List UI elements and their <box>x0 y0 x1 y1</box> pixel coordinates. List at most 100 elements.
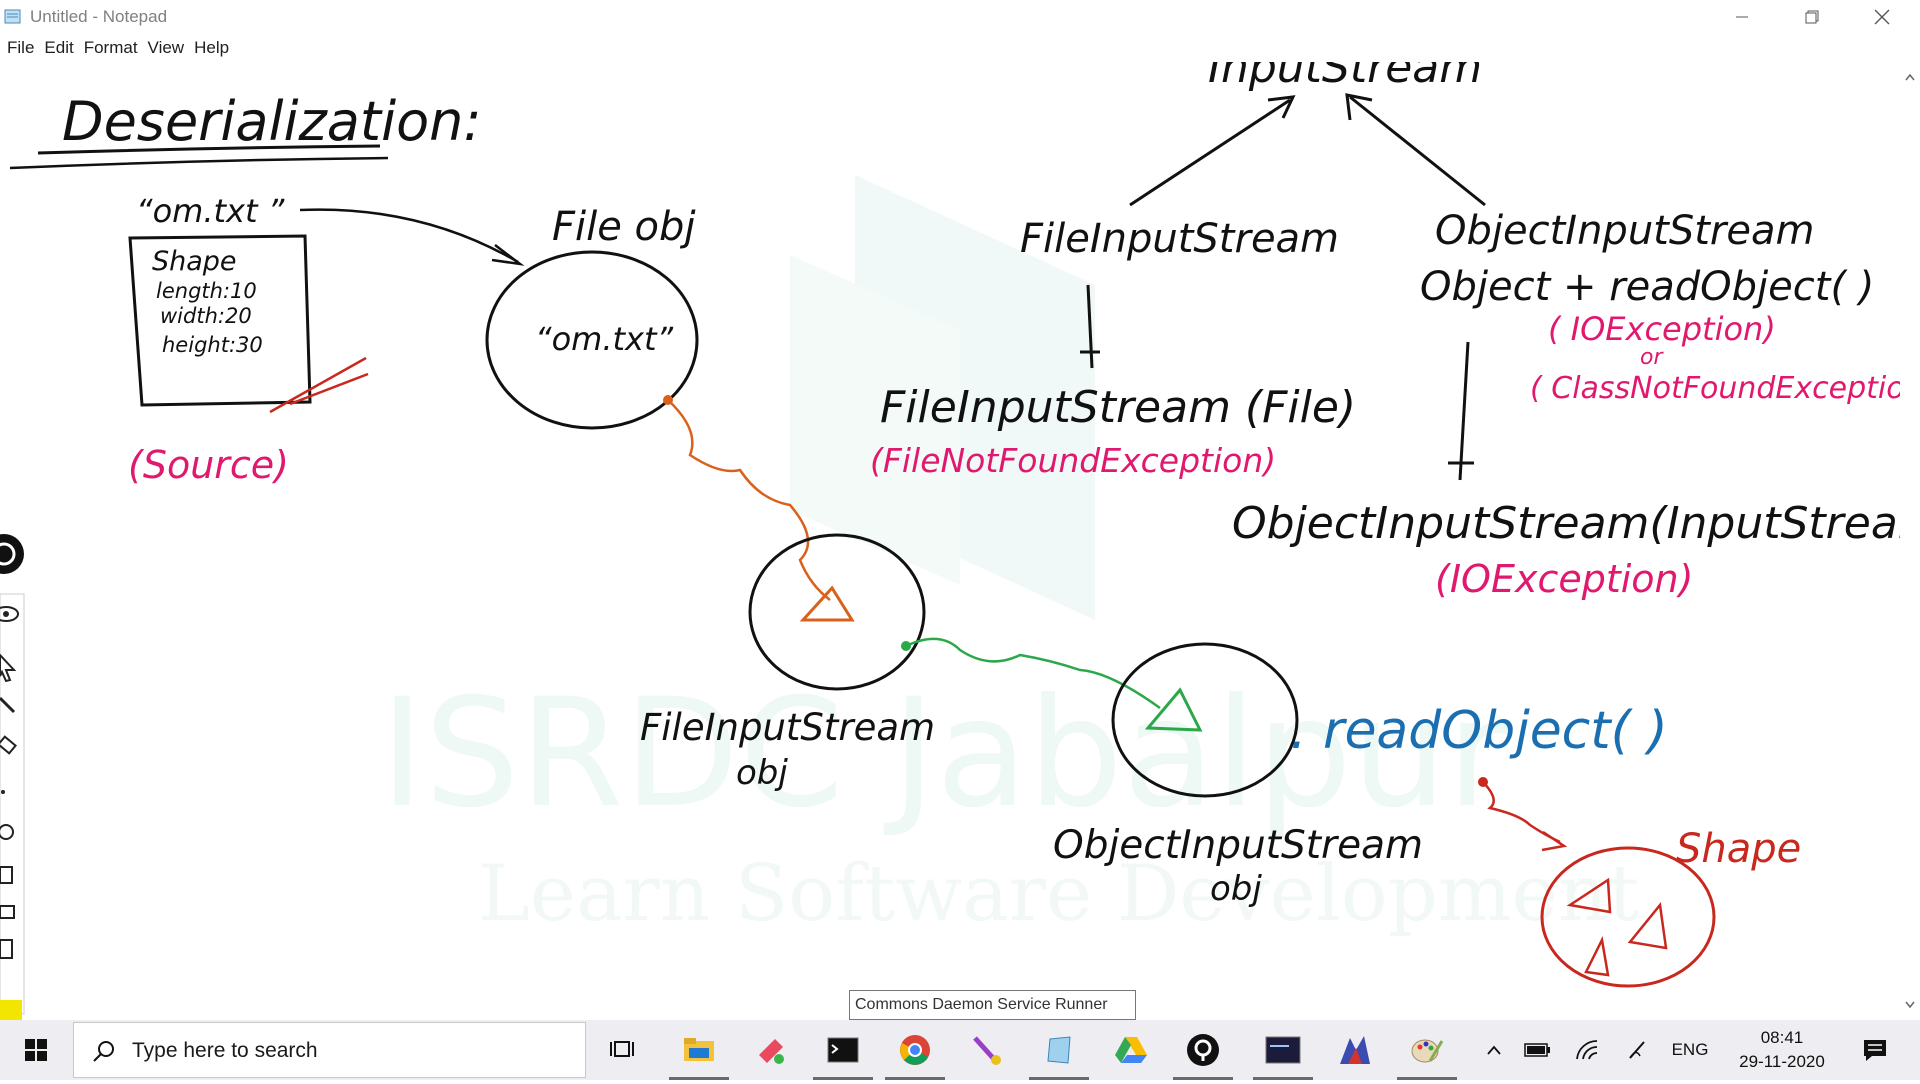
hierarchy-root: InputStream <box>1208 62 1482 93</box>
wifi-icon <box>1576 1040 1598 1060</box>
taskbar-app-notepad[interactable] <box>1023 1020 1095 1080</box>
windows-icon <box>25 1039 47 1061</box>
color-swatch-yellow[interactable] <box>0 1000 22 1022</box>
read-exception-2: ( ClassNotFoundException <box>1530 371 1900 406</box>
folder-icon <box>684 1038 714 1061</box>
taskbar-app-paint[interactable] <box>1391 1020 1463 1080</box>
shape-box-line: width:20 <box>160 304 252 328</box>
fis-obj-label: FileInputStream <box>640 706 935 749</box>
battery-icon <box>1524 1043 1550 1057</box>
highlighter-icon[interactable] <box>0 735 17 755</box>
camera-icon[interactable] <box>0 905 15 919</box>
start-button[interactable] <box>0 1020 72 1080</box>
file-box <box>128 234 312 407</box>
fis-obj-label-sub: obj <box>736 753 788 793</box>
cursor-icon[interactable] <box>0 653 17 683</box>
task-view-icon <box>610 1041 634 1057</box>
vertical-scrollbar[interactable] <box>1901 62 1920 1017</box>
menu-edit[interactable]: Edit <box>44 38 74 57</box>
notification-icon <box>1864 1040 1886 1061</box>
fileobj-circle <box>485 250 699 430</box>
tray-overflow-button[interactable] <box>1476 1020 1512 1080</box>
toolstrip-logo-icon[interactable] <box>0 534 24 574</box>
taskbar: Type here to search <box>0 1020 1920 1080</box>
taskbar-app-pen-tool[interactable] <box>951 1020 1023 1080</box>
mysql-console-icon <box>1265 1036 1301 1064</box>
epic-pen-icon <box>1187 1034 1219 1066</box>
trash-icon[interactable] <box>0 866 13 884</box>
pen-icon[interactable] <box>0 696 16 714</box>
taskbar-app-chrome[interactable] <box>879 1020 951 1080</box>
task-view-button[interactable] <box>587 1020 659 1080</box>
menu-view[interactable]: View <box>147 38 185 57</box>
close-button[interactable] <box>1847 0 1917 34</box>
taskbar-app-mysql[interactable] <box>1247 1020 1319 1080</box>
fis-class-label: FileInputStream <box>1020 216 1339 262</box>
shape-box-line: height:30 <box>162 333 263 357</box>
shape-box-line: Shape <box>152 246 237 277</box>
action-center-button[interactable] <box>1850 1020 1900 1080</box>
ois-obj-label: ObjectInputStream <box>1053 823 1423 868</box>
read-call: . readObject( ) <box>1290 701 1668 761</box>
undo-icon[interactable] <box>0 824 14 840</box>
scroll-arrows <box>1905 73 1915 1009</box>
search-icon <box>93 1041 114 1062</box>
search-placeholder: Type here to search <box>132 1039 318 1062</box>
taskbar-app-terminal[interactable] <box>807 1020 879 1080</box>
search-box[interactable]: Type here to search <box>73 1022 586 1078</box>
pen-menu-icon <box>1629 1041 1645 1059</box>
minimize-icon <box>1736 16 1748 18</box>
fis-circle <box>748 533 926 691</box>
window-title: Untitled - Notepad <box>30 7 168 26</box>
tray-pen[interactable] <box>1618 1020 1658 1080</box>
paint-icon <box>1411 1039 1444 1063</box>
taskbar-app-epic-pen[interactable] <box>1167 1020 1239 1080</box>
ois-class-label: ObjectInputStream <box>1435 208 1814 254</box>
shape-result-circle <box>1540 846 1716 988</box>
minimize-button[interactable] <box>1707 0 1777 34</box>
menu-format[interactable]: Format <box>83 38 138 57</box>
restore-button[interactable] <box>1777 0 1847 34</box>
input-language[interactable]: ENG <box>1671 1040 1709 1059</box>
dot-icon[interactable] <box>1 790 5 794</box>
orange-stream <box>667 399 831 601</box>
shape-result-label: Shape <box>1676 826 1801 872</box>
heading-underline <box>37 144 381 155</box>
close-icon <box>1874 9 1890 25</box>
pen-toolstrip <box>0 530 26 1080</box>
clock-time: 08:41 <box>1760 1028 1804 1047</box>
ois-obj-label-sub: obj <box>1210 869 1262 909</box>
document-icon[interactable] <box>0 939 13 959</box>
green-stream <box>905 637 1161 710</box>
shape-box-line: length:10 <box>156 279 257 303</box>
watermark-brand: ISRDC Jabalpur <box>380 667 1509 841</box>
notepad-icon <box>4 9 21 24</box>
taskbar-app-dragon[interactable] <box>1319 1020 1391 1080</box>
clock[interactable]: 08:41 29-11-2020 <box>1722 1026 1842 1074</box>
read-exception-1: ( IOException) <box>1548 310 1776 348</box>
taskbar-app-snip[interactable] <box>735 1020 807 1080</box>
menu-help[interactable]: Help <box>194 38 230 57</box>
restore-icon <box>1805 10 1819 24</box>
eye-icon[interactable] <box>0 606 19 622</box>
heading: Deserialization: <box>62 90 482 153</box>
ois-circle <box>1111 642 1299 798</box>
menu-file[interactable]: File <box>7 38 35 57</box>
ois-ctor-label: ObjectInputStream(InputStream) <box>1232 498 1900 549</box>
taskbar-app-google-drive[interactable] <box>1095 1020 1167 1080</box>
source-label: (Source) <box>128 443 289 487</box>
notepad-app-icon <box>1047 1036 1071 1064</box>
google-drive-icon <box>1115 1037 1147 1063</box>
ois-ctor-exception: (IOException) <box>1435 557 1693 601</box>
read-exception-or: or <box>1640 345 1664 370</box>
tray-battery[interactable] <box>1518 1020 1558 1080</box>
chevron-up-icon <box>1487 1045 1501 1055</box>
tray-wifi[interactable] <box>1568 1020 1608 1080</box>
fis-ctor-exception: (FileNotFoundException) <box>870 441 1276 480</box>
menu-bar: File Edit Format View Help <box>0 34 1920 62</box>
title-bar: Untitled - Notepad <box>0 0 1920 34</box>
fis-ctor-label: FileInputStream (File) <box>880 382 1356 433</box>
taskbar-app-file-explorer[interactable] <box>663 1020 735 1080</box>
drawing-canvas[interactable]: ISRDC Jabalpur Learn Software Developmen… <box>0 62 1920 1017</box>
watermark-tagline: Learn Software Development <box>478 849 1639 939</box>
